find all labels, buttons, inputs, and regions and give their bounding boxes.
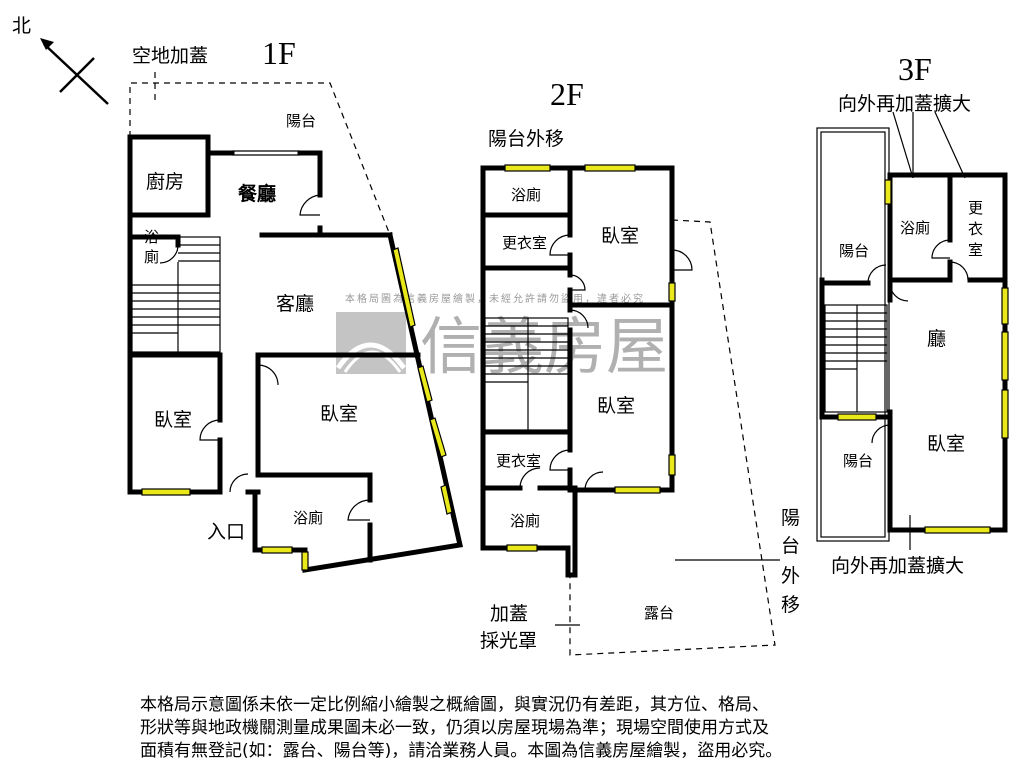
floor-2-annotation-right: 陽 xyxy=(781,507,800,529)
north-arrow-icon xyxy=(40,38,109,105)
room-label: 臥室 xyxy=(927,433,965,455)
floor-3-annotation-top: 向外再加蓋擴大 xyxy=(838,93,971,115)
disclaimer-line: 本格局示意圖係未依一定比例縮小繪製之概繪圖，與實況仍有差距，其方位、格局、 xyxy=(140,695,769,715)
floor-3-title: 3F xyxy=(898,51,932,87)
room-label: 臥室 xyxy=(597,395,635,417)
disclaimer-line: 形狀等與地政機關測量成果圖未必一致，仍須以房屋現場為準；現場空間使用方式及 xyxy=(140,718,769,738)
floor-1-plan xyxy=(127,72,464,573)
floor-2-plan xyxy=(480,164,780,656)
north-label: 北 xyxy=(12,15,31,37)
room-label: 餐廳 xyxy=(238,182,276,205)
floor-2-title: 2F xyxy=(550,76,584,112)
room-label: 浴廁 xyxy=(511,186,541,204)
floor-2-annotation-right: 移 xyxy=(781,594,800,616)
floor-2-annotation-right: 外 xyxy=(781,565,800,587)
room-label: 廁 xyxy=(144,248,159,266)
floor-2-annotation: 陽台外移 xyxy=(488,128,564,150)
room-label: 浴 xyxy=(144,228,159,246)
room-label: 浴廁 xyxy=(293,509,323,527)
room-label: 衣 xyxy=(968,220,983,238)
room-label: 陽台 xyxy=(843,452,873,470)
room-label: 更 xyxy=(968,199,983,217)
room-label: 更衣室 xyxy=(502,234,547,252)
floor-3-plan xyxy=(816,111,1009,550)
room-label: 浴廁 xyxy=(900,219,930,237)
entrance-label: 入口 xyxy=(207,521,245,543)
room-label: 廳 xyxy=(927,328,946,350)
room-label: 廚房 xyxy=(146,170,184,193)
room-label: 臥室 xyxy=(154,409,192,431)
floor-2-annotation-right: 台 xyxy=(781,535,800,557)
floor-2-skylight-label: 採光罩 xyxy=(480,630,537,652)
room-label: 露台 xyxy=(644,604,674,622)
watermark-logo xyxy=(335,312,407,374)
room-label: 更衣室 xyxy=(496,452,541,470)
floor-3-annotation-bottom: 向外再加蓋擴大 xyxy=(831,555,964,577)
disclaimer-line: 面積有無登記(如：露台、陽台等)，請洽業務人員。本圖為信義房屋繪製，盜用必究。 xyxy=(140,741,783,761)
floor-2-skylight-label: 加蓋 xyxy=(490,603,528,625)
watermark-brand: 信義房屋 xyxy=(420,310,668,383)
floor-1-title: 1F xyxy=(262,35,296,71)
room-label: 客廳 xyxy=(276,293,314,315)
room-label: 浴廁 xyxy=(510,512,540,530)
room-label: 臥室 xyxy=(601,225,639,247)
room-label: 陽台 xyxy=(839,242,869,260)
disclaimer: 本格局示意圖係未依一定比例縮小繪製之概繪圖，與實況仍有差距，其方位、格局、 形狀… xyxy=(140,694,910,763)
floor-1-annotation: 空地加蓋 xyxy=(132,45,208,67)
room-label: 室 xyxy=(968,241,983,259)
room-label: 臥室 xyxy=(320,403,358,425)
room-label: 陽台 xyxy=(286,112,316,130)
